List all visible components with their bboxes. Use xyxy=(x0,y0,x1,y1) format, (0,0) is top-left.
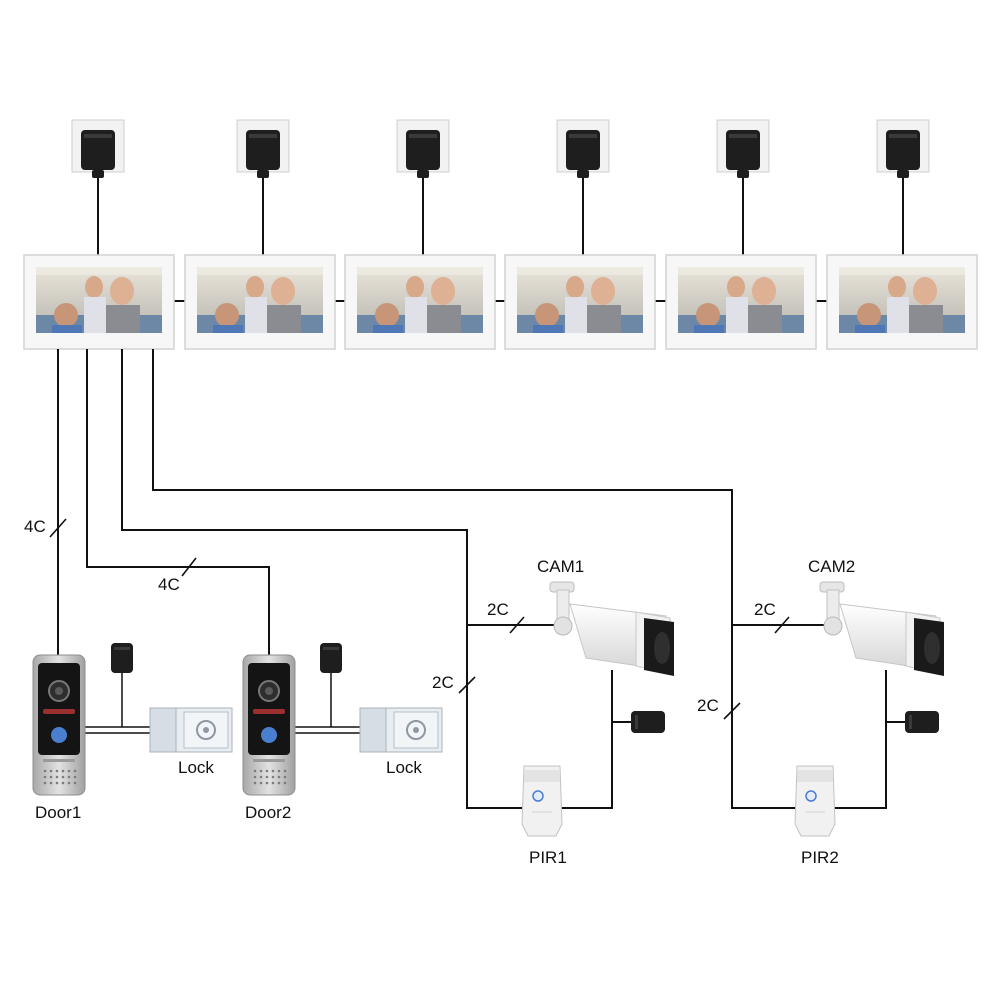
electric-lock-icon xyxy=(359,707,443,753)
indoor-monitor-icon xyxy=(184,254,336,350)
label-lock2: Lock xyxy=(386,758,422,777)
power-adapter-icon xyxy=(236,119,290,179)
label-wire-door2: 4C xyxy=(158,575,180,594)
door-lock-wiring xyxy=(84,668,360,734)
wire-door2 xyxy=(86,349,270,655)
label-pir1: PIR1 xyxy=(529,848,567,867)
indoor-monitor-icon xyxy=(665,254,817,350)
label-wire-cam2: 2C xyxy=(754,600,776,619)
label-cam1: CAM1 xyxy=(537,557,584,576)
indoor-monitor-icon xyxy=(23,254,175,350)
label-lock1: Lock xyxy=(178,758,214,777)
label-pir2: PIR2 xyxy=(801,848,839,867)
power-adapter-icon xyxy=(905,711,939,733)
label-wire-door1: 4C xyxy=(24,517,46,536)
wire-cam2 xyxy=(152,349,887,809)
electric-lock-icon xyxy=(149,707,233,753)
label-wire-pir1: 2C xyxy=(432,673,454,692)
label-wire-pir2: 2C xyxy=(697,696,719,715)
pir-sensor-icon xyxy=(521,765,563,837)
pir-sensor-icon xyxy=(794,765,836,837)
door-station-icon xyxy=(242,654,296,796)
bullet-camera-icon xyxy=(819,581,945,677)
cable-ticks xyxy=(49,518,790,720)
power-adapter-icon xyxy=(716,119,770,179)
power-adapter-icon xyxy=(396,119,450,179)
label-door1: Door1 xyxy=(35,803,81,822)
labels: 4C 4C 2C 2C 2C 2C Door1 Door2 Lock Lock … xyxy=(24,517,855,867)
power-cords xyxy=(97,178,904,256)
power-adapter-icon xyxy=(111,643,133,673)
power-adapter-icon xyxy=(320,643,342,673)
wire-cam1 xyxy=(121,349,613,809)
label-wire-cam1: 2C xyxy=(487,600,509,619)
power-adapter-icon xyxy=(876,119,930,179)
label-door2: Door2 xyxy=(245,803,291,822)
power-adapter-icon xyxy=(631,711,665,733)
power-adapter-icon xyxy=(556,119,610,179)
adapter-group xyxy=(71,119,930,179)
power-adapter-icon xyxy=(71,119,125,179)
indoor-monitor-icon xyxy=(826,254,978,350)
indoor-monitor-icon xyxy=(504,254,656,350)
door-station-icon xyxy=(32,654,86,796)
indoor-monitor-icon xyxy=(344,254,496,350)
label-cam2: CAM2 xyxy=(808,557,855,576)
bullet-camera-icon xyxy=(549,581,675,677)
